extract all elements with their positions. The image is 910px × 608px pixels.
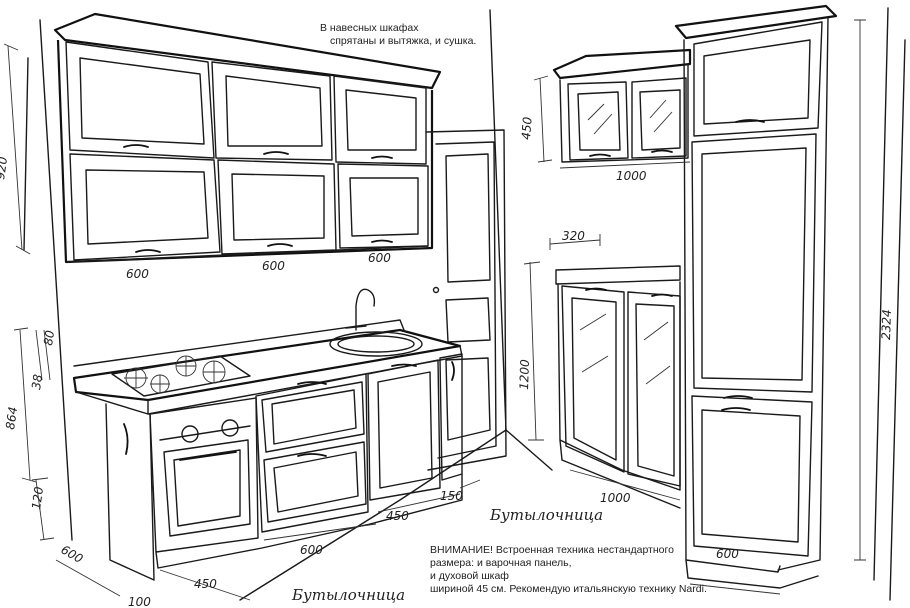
dim-upper-cab-2: 600: [262, 259, 285, 273]
dim-backsplash: 80: [41, 329, 57, 346]
dim-sink-cab-width: 600: [300, 543, 323, 557]
dim-plinth: 120: [29, 485, 46, 510]
bottle-rack-label-1: Бутылочница: [489, 506, 603, 524]
upper-door: [217, 159, 337, 255]
note-bottom-line-2: размера: и варочная панель,: [430, 557, 572, 569]
upper-door: [69, 153, 221, 261]
bottle-rack-label-2: Бутылочница: [291, 586, 405, 604]
cooktop: [111, 355, 251, 397]
dimension-lines: [3, 19, 866, 601]
note-bottom-line-1: ВНИМАНИЕ! Встроенная техника нестандартн…: [430, 544, 674, 556]
oven: [149, 397, 259, 553]
door: [425, 129, 507, 471]
note-bottom: ВНИМАНИЕ! Встроенная техника нестандартн…: [430, 544, 707, 596]
dim-countertop-thickness: 38: [29, 373, 45, 390]
upper-door: [211, 61, 333, 161]
dim-right-upper-height: 450: [519, 116, 535, 140]
sink: [329, 288, 423, 357]
dim-right-upper-width: 1000: [616, 169, 647, 183]
drawer-unit: [255, 373, 369, 533]
upper-door: [337, 163, 429, 249]
dim-glass-cab-height: 1200: [517, 359, 532, 390]
upper-cabinets-left: [53, 12, 442, 264]
dim-upper-left-height: 920: [0, 155, 10, 180]
dim-base-depth: 600: [59, 542, 86, 566]
dim-right-cab-width: 450: [386, 509, 409, 523]
room-walls: [23, 7, 906, 601]
dim-column-height: 2324: [879, 309, 894, 340]
dim-corner-end: 100: [128, 595, 151, 608]
tall-column: [674, 4, 838, 589]
dimension-labels: 920 600 600 600 864 38 80 120 600 100 45…: [0, 116, 894, 608]
dim-shelf-depth: 320: [562, 229, 585, 243]
dim-upper-cab-3: 600: [368, 251, 391, 265]
sink-cabinet: [367, 359, 441, 501]
note-bottom-line-4: шириной 45 см. Рекомендую итальянскую те…: [430, 583, 707, 595]
base-cabinets-left: [72, 319, 463, 581]
dim-column-depth: 600: [716, 547, 739, 561]
dim-oven-width: 450: [194, 577, 217, 591]
upper-door: [333, 75, 427, 165]
dim-base-height: 864: [3, 406, 20, 431]
note-top-line-1: В навесных шкафах: [320, 22, 419, 34]
note-bottom-line-3: и духовой шкаф: [430, 570, 509, 582]
upper-door: [65, 41, 215, 159]
glass-cabinet: [555, 265, 681, 509]
dim-bottle-rack-width: 150: [440, 489, 463, 503]
dim-glass-cab-width: 1000: [600, 491, 631, 505]
note-top: В навесных шкафах спрятаны и вытяжка, и …: [320, 22, 476, 48]
dim-upper-cab-1: 600: [126, 267, 149, 281]
note-top-line-2: спрятаны и вытяжка, и сушка.: [330, 35, 477, 47]
upper-cabinet-right: [552, 48, 692, 163]
